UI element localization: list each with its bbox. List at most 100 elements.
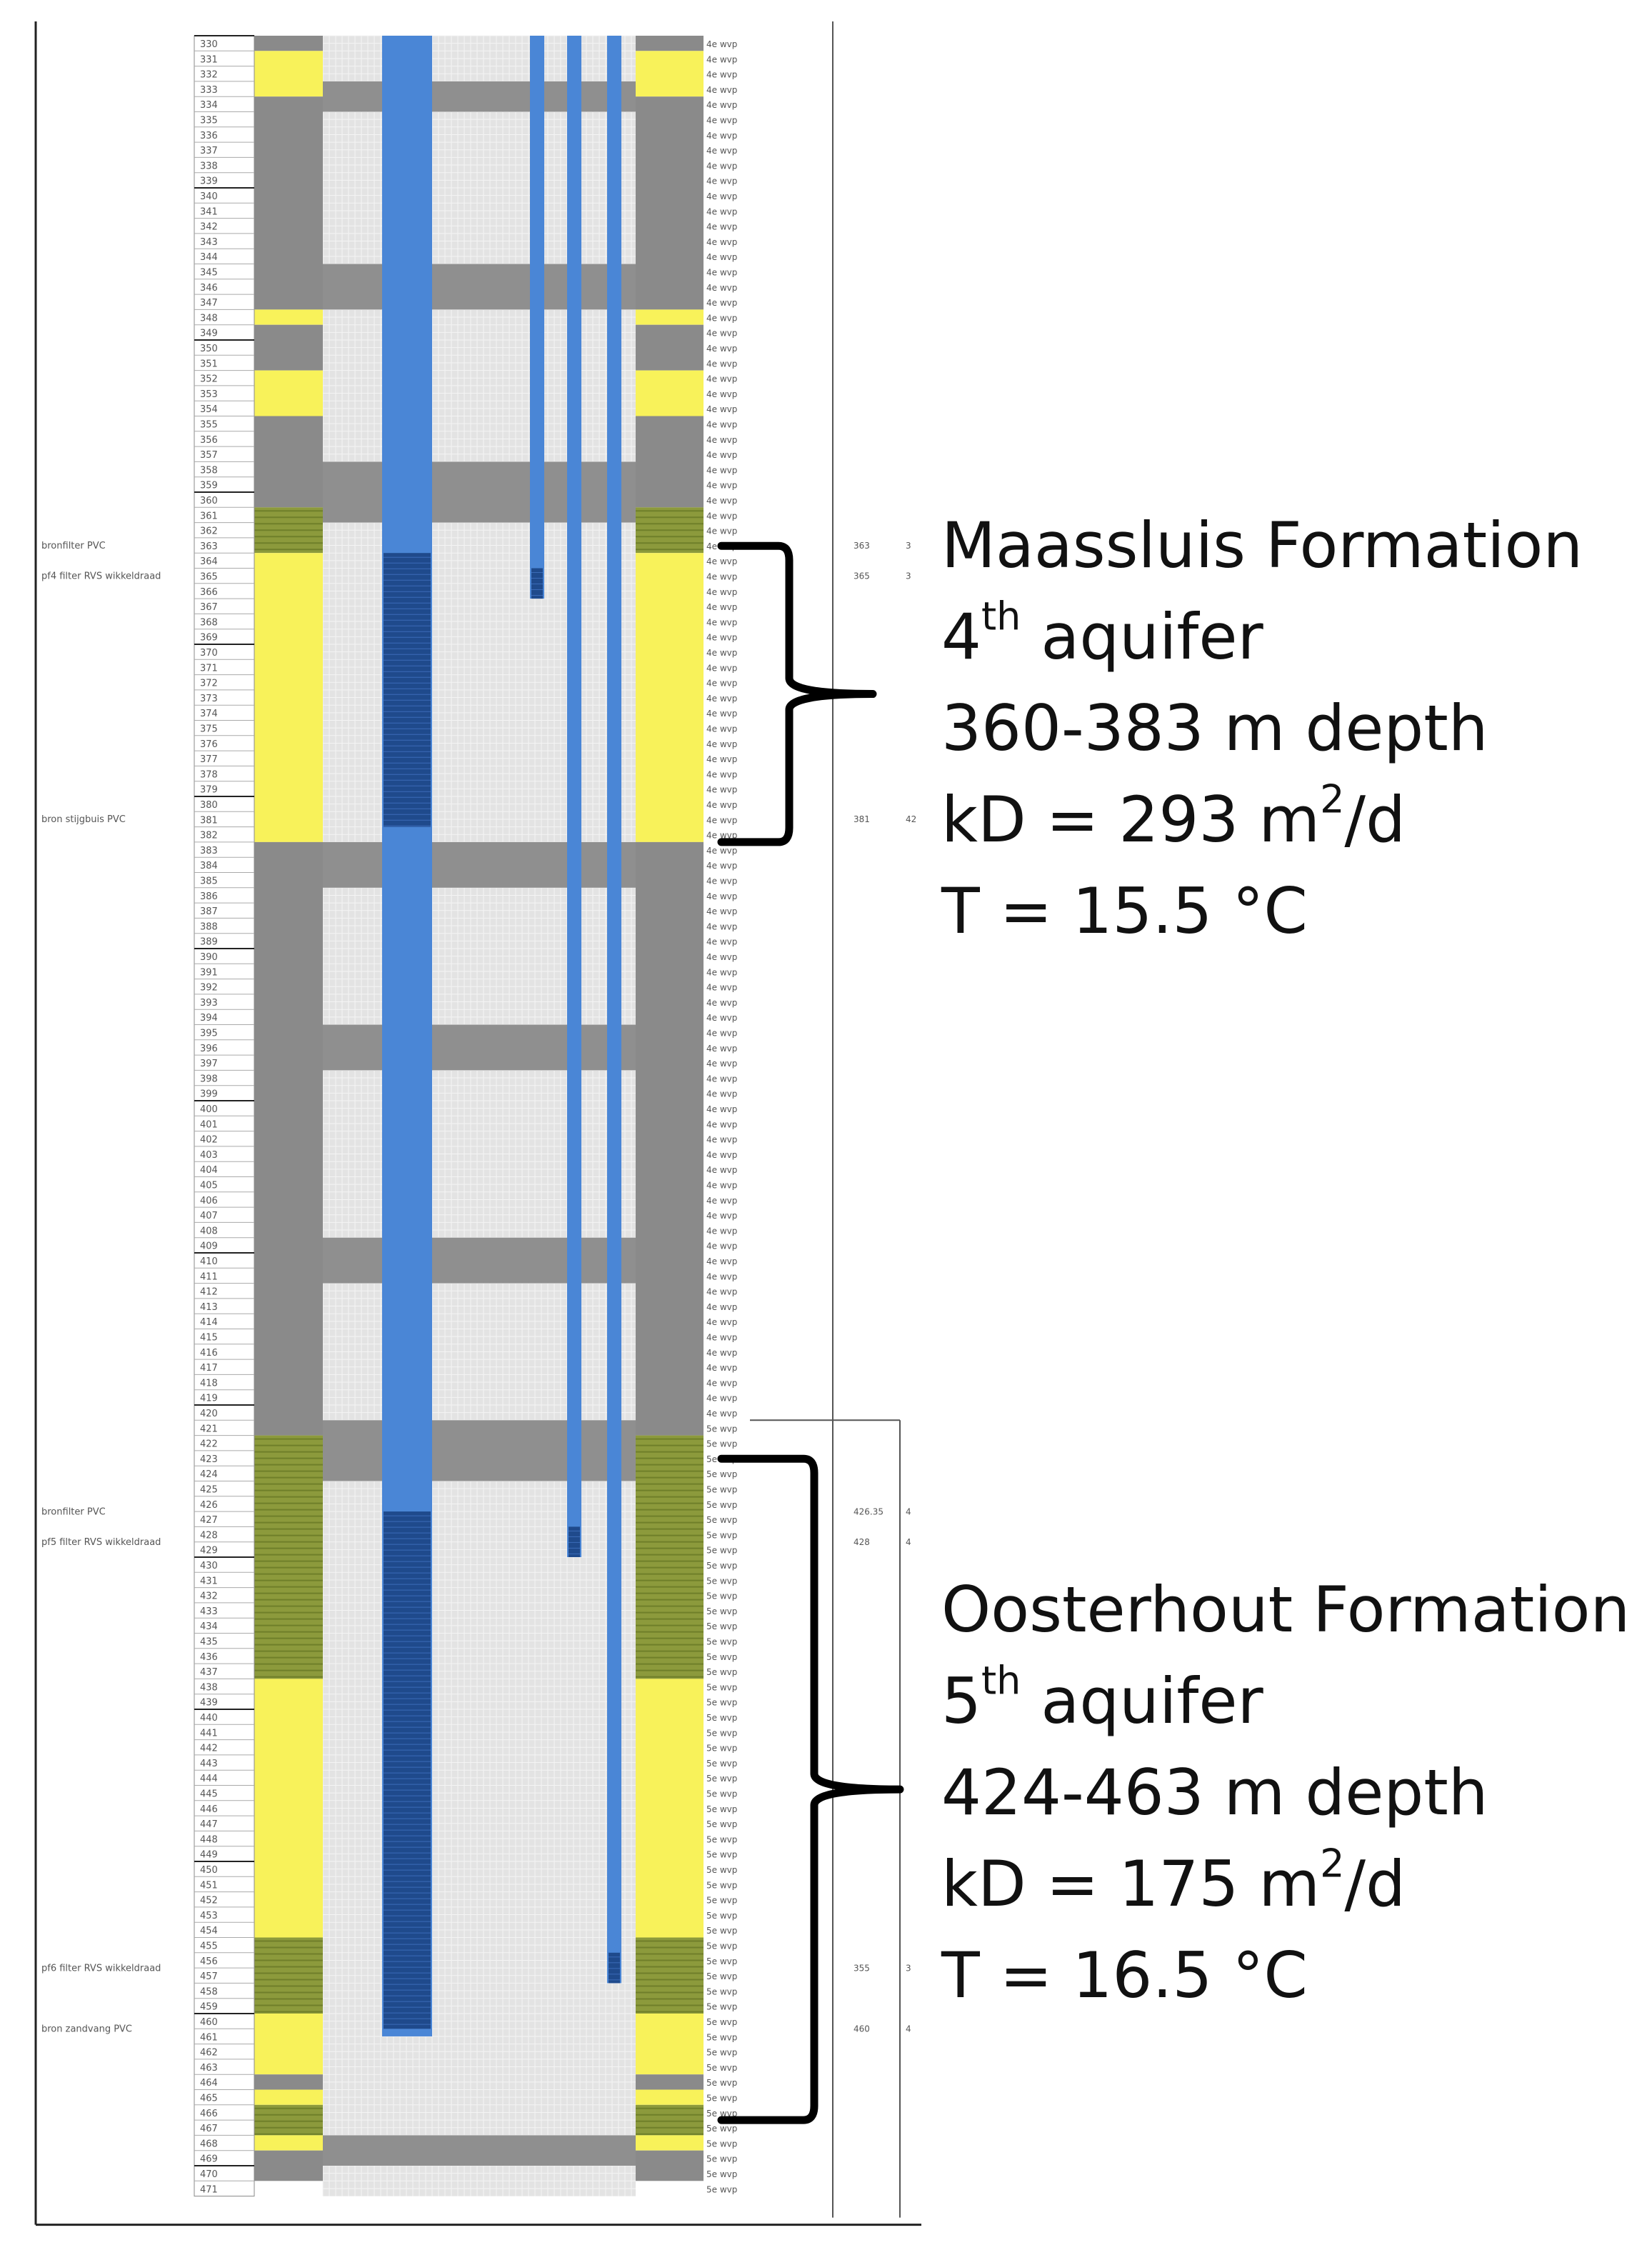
depth-label: 443 [200,1759,218,1769]
lithology-left-clay [254,416,323,508]
lithology-left-clay_sand [254,1937,323,2014]
depth-label: 368 [200,617,218,628]
maassluis-aquifer-number: 4 [941,600,981,674]
aquifer-code-label: 4e wvp [706,1029,737,1039]
aquifer-code-label: 4e wvp [706,252,737,262]
aquifer-code-label: 4e wvp [706,54,737,64]
aquifer-code-label: 4e wvp [706,679,737,689]
depth-label: 433 [200,1606,218,1617]
depth-label: 388 [200,921,218,932]
lithology-left-sand [254,370,323,416]
aquifer-code-label: 4e wvp [706,983,737,993]
aquifer-code-label: 5e wvp [706,1911,737,1921]
depth-label: 420 [200,1409,218,1419]
aquifer-code-label: 4e wvp [706,876,737,886]
component-depth-value: 365 [853,571,870,581]
depth-label: 442 [200,1744,218,1754]
depth-label: 425 [200,1485,218,1496]
aquifer-code-label: 4e wvp [706,1181,737,1191]
component-depth-tail: 3 [906,1963,911,1973]
aquifer-code-label: 5e wvp [706,1530,737,1540]
aquifer-code-label: 4e wvp [706,1059,737,1069]
component-label: pf6 filter RVS wikkeldraad [41,1963,161,1974]
wvp-column [704,36,750,2196]
aquifer-code-label: 5e wvp [706,1546,737,1556]
depth-label: 362 [200,526,218,537]
depth-label: 404 [200,1165,218,1176]
aquifer-code-label: 4e wvp [706,937,737,947]
lithology-left-clay [254,841,323,1436]
component-depth-tail: 4 [906,1506,911,1516]
aquifer-code-label: 5e wvp [706,1759,737,1769]
oosterhout-aquifer-number: 5 [941,1664,981,1738]
aquifer-code-label: 4e wvp [706,1241,737,1251]
depth-label: 469 [200,2154,218,2165]
aquifer-code-label: 5e wvp [706,1713,737,1723]
depth-label: 384 [200,861,218,871]
observation-tube-2-casing [567,36,581,1557]
depth-label: 352 [200,374,218,385]
depth-label: 436 [200,1652,218,1663]
maassluis-depth: 360-383 m depth [941,691,1488,765]
lithology-right-clay [636,324,704,371]
depth-label: 347 [200,298,218,309]
depth-label: 401 [200,1119,218,1130]
depth-label: 434 [200,1621,218,1632]
depth-label: 383 [200,846,218,856]
aquifer-code-label: 4e wvp [706,1135,737,1145]
aquifer-code-label: 5e wvp [706,1926,737,1936]
lithology-left-clay [254,2150,323,2181]
aquifer-code-label: 5e wvp [706,1637,737,1647]
depth-label: 399 [200,1089,218,1100]
component-depth-value: 381 [853,814,870,824]
lithology-left-clay [254,324,323,371]
aquifer-code-label: 5e wvp [706,1880,737,1890]
depth-label: 379 [200,785,218,796]
lithology-left-clay_sand [254,2104,323,2136]
depth-label: 440 [200,1713,218,1724]
depth-label: 459 [200,2002,218,2013]
aquifer-code-label: 5e wvp [706,1576,737,1586]
depth-label: 361 [200,511,218,521]
depth-label: 403 [200,1150,218,1161]
depth-label: 338 [200,161,218,171]
aquifer-code-label: 4e wvp [706,100,737,110]
component-label: bronfilter PVC [41,1506,106,1517]
depth-label: 382 [200,831,218,841]
depth-label: 357 [200,450,218,461]
lithology-right-clay [636,2074,704,2090]
oosterhout-aquifer-line: 5th aquifer [941,1656,1630,1747]
clay-seal-band [323,841,636,888]
aquifer-code-label: 4e wvp [706,329,737,339]
depth-label: 378 [200,769,218,780]
depth-label: 365 [200,572,218,583]
lithology-right-sand [636,1679,704,1938]
depth-label: 353 [200,389,218,400]
depth-label: 458 [200,1986,218,1997]
lithology-left-sand [254,2135,323,2151]
lithology-right-sand [636,2135,704,2151]
clay-seal-band [323,1237,636,1284]
depth-label: 377 [200,754,218,765]
component-depth-value: 426.35 [853,1506,883,1516]
aquifer-code-label: 5e wvp [706,1667,737,1677]
depth-label: 389 [200,937,218,948]
aquifer-code-label: 4e wvp [706,496,737,506]
observation-tube-2-screen [569,1526,580,1557]
depth-label: 340 [200,191,218,202]
main-well-screen [384,1511,431,2029]
aquifer-code-label: 4e wvp [706,1226,737,1236]
lithology-right-sand [636,370,704,416]
depth-label: 430 [200,1561,218,1571]
aquifer-code-label: 4e wvp [706,1348,737,1358]
component-depth-tail: 42 [906,814,916,824]
aquifer-bracket [717,541,877,846]
aquifer-code-label: 4e wvp [706,831,737,841]
aquifer-code-label: 4e wvp [706,1013,737,1023]
aquifer-code-label: 5e wvp [706,1606,737,1616]
depth-label: 471 [200,2184,218,2195]
oosterhout-aquifer-word: aquifer [1041,1664,1263,1738]
aquifer-code-label: 4e wvp [706,404,737,414]
aquifer-code-label: 4e wvp [706,191,737,201]
